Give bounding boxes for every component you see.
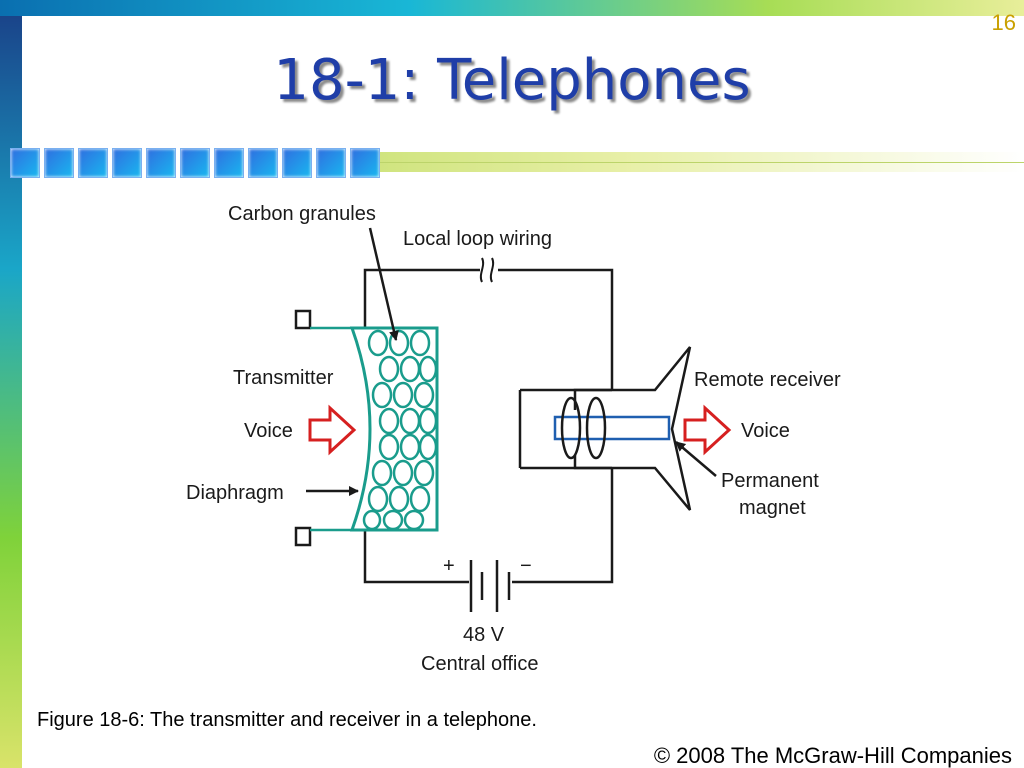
voice-out-arrow-icon [683, 404, 732, 456]
square-icon [10, 148, 40, 178]
square-icon [112, 148, 142, 178]
decorative-squares [10, 148, 384, 178]
remote-receiver-label: Remote receiver [694, 369, 841, 391]
transmitter-label: Transmitter [233, 367, 334, 389]
square-icon [248, 148, 278, 178]
carbon-granules-pointer [368, 227, 399, 341]
band-line [350, 162, 1024, 163]
square-icon [44, 148, 74, 178]
permanent-magnet-bar [553, 415, 671, 441]
top-accent-bar [0, 0, 1024, 16]
magnet-label: magnet [739, 497, 806, 519]
central-office-label: Central office [421, 653, 538, 675]
square-icon [316, 148, 346, 178]
wire-break-symbol [479, 257, 495, 283]
voice-out-label: Voice [741, 420, 790, 442]
voice-in-arrow-icon [308, 404, 357, 456]
square-icon [146, 148, 176, 178]
voltage-label: 48 V [463, 624, 505, 646]
square-icon [350, 148, 380, 178]
square-icon [214, 148, 244, 178]
bottom-wire-right [512, 468, 614, 584]
receiver-frame [520, 346, 692, 511]
receiver-coil [560, 396, 607, 460]
voice-in-label: Voice [244, 420, 293, 442]
battery-symbol [469, 560, 511, 612]
carbon-granules-transmitter [349, 326, 439, 532]
permanent-label: Permanent [721, 470, 819, 492]
transmitter-terminal-top [294, 309, 312, 330]
square-icon [282, 148, 312, 178]
square-icon [78, 148, 108, 178]
slide-number: 16 [991, 10, 1016, 35]
granule-grid [362, 329, 438, 531]
local-loop-label: Local loop wiring [403, 228, 552, 250]
square-icon [180, 148, 210, 178]
top-wire-left [363, 268, 480, 328]
figure-caption: Figure 18-6: The transmitter and receive… [37, 709, 537, 731]
slide-title: 18-1: Telephones [273, 48, 751, 113]
transmitter-terminal-bottom [294, 526, 312, 547]
battery-plus-label: + [443, 555, 455, 577]
battery-minus-label: − [520, 555, 532, 577]
top-wire-right [498, 268, 614, 390]
copyright-notice: © 2008 The McGraw-Hill Companies [653, 743, 1012, 768]
magnet-pointer [675, 441, 717, 477]
title-decoration-band [10, 148, 1024, 180]
diaphragm-label: Diaphragm [186, 482, 284, 504]
carbon-granules-label: Carbon granules [228, 203, 376, 225]
left-accent-bar [0, 0, 22, 768]
remote-receiver [518, 346, 692, 511]
bottom-wire-left [363, 530, 469, 584]
